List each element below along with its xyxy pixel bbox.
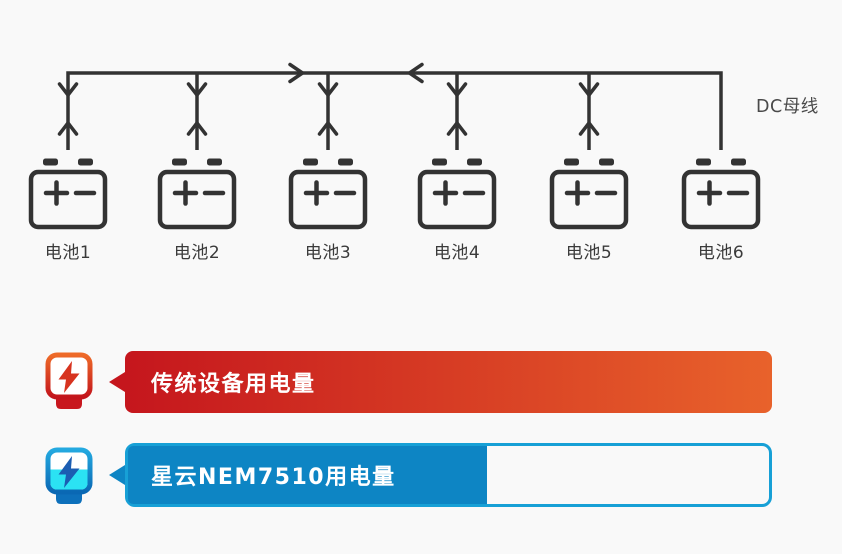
- battery-label-5: 电池5: [565, 243, 613, 263]
- traditional-usage-label: 传统设备用电量: [151, 372, 316, 397]
- battery-label-1: 电池1: [44, 243, 92, 263]
- bus-arrow-left-icon: [407, 62, 424, 84]
- nebula-usage-bar: 星云NEM7510用电量: [109, 443, 772, 507]
- bar-tail-icon: [109, 465, 125, 485]
- battery-icon: [552, 159, 626, 228]
- battery-label-3: 电池3: [304, 243, 352, 263]
- blue-power-meter-icon: [45, 447, 93, 504]
- battery-icon: [291, 159, 365, 228]
- lightning-bolt-icon: [58, 456, 80, 488]
- nebula-usage-label: 星云NEM7510用电量: [151, 465, 396, 490]
- battery-icon: [420, 159, 494, 228]
- nebula-bar-fill: [128, 446, 487, 504]
- dc-bus-circuit-diagram: [0, 62, 842, 300]
- battery-label-4: 电池4: [433, 243, 481, 263]
- red-power-meter-icon: [45, 352, 93, 409]
- battery-icon: [160, 159, 234, 228]
- bus-arrow-right-icon: [288, 62, 305, 84]
- bar-tail-icon: [109, 372, 125, 392]
- battery-icon: [31, 159, 105, 228]
- battery-icon: [684, 159, 758, 228]
- dc-bus-line: [66, 71, 723, 150]
- battery-label-2: 电池2: [173, 243, 221, 263]
- traditional-usage-bar: 传统设备用电量: [109, 351, 772, 413]
- dc-bus-label: DC母线: [756, 97, 819, 117]
- battery-label-6: 电池6: [697, 243, 745, 263]
- lightning-bolt-icon: [58, 361, 80, 393]
